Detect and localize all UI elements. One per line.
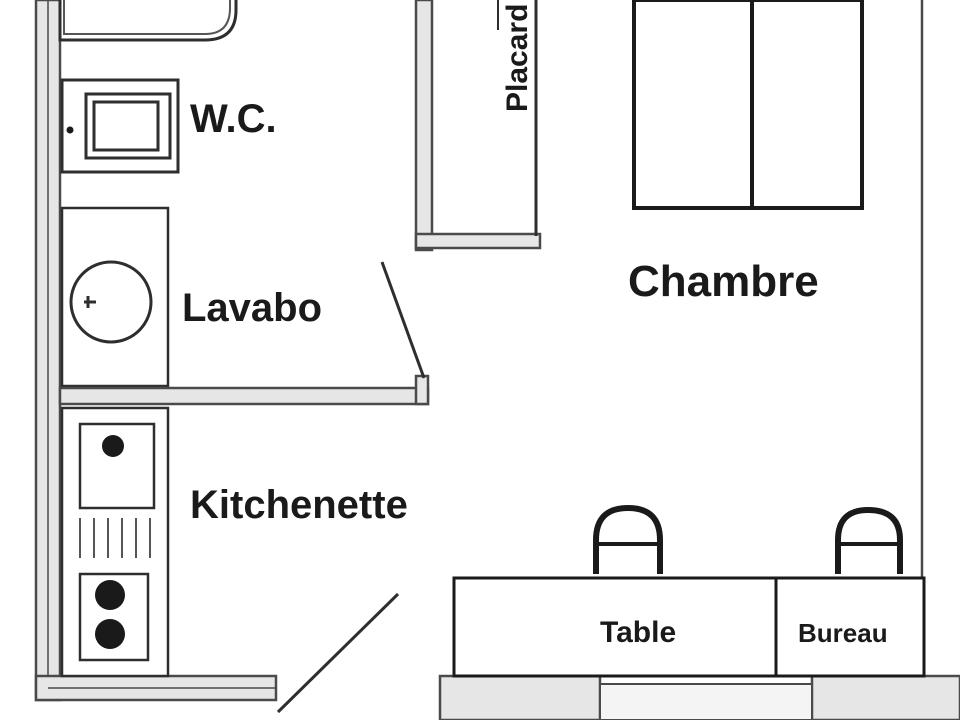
furniture-label-bureau: Bureau xyxy=(798,618,888,648)
closet xyxy=(414,0,542,252)
entry-door xyxy=(276,592,400,714)
outer-wall-left xyxy=(34,0,62,702)
kitchen-counter xyxy=(60,406,170,678)
furniture-label-table: Table xyxy=(600,616,676,649)
room-label-wc: W.C. xyxy=(190,97,277,141)
kitchen-sink-icon xyxy=(78,422,156,510)
door-jamb xyxy=(414,374,430,406)
room-label-lavabo: Lavabo xyxy=(182,286,322,330)
bathroom-door xyxy=(380,261,426,379)
drainer-icon xyxy=(79,518,151,558)
table xyxy=(452,576,778,678)
room-label-chambre: Chambre xyxy=(628,257,819,306)
washbasin-icon xyxy=(60,206,170,388)
outer-wall-bottom-left xyxy=(34,674,278,702)
desk xyxy=(774,576,926,678)
outer-wall-bottom-right xyxy=(438,674,960,720)
room-label-placard: Placard xyxy=(501,4,534,112)
room-label-kitchenette: Kitchenette xyxy=(190,483,408,527)
bed-icon xyxy=(632,0,864,210)
shower-tray xyxy=(58,0,238,42)
partition-wall xyxy=(58,386,430,406)
chair-icon xyxy=(593,504,663,574)
shower-tray-inner xyxy=(63,0,231,35)
toilet-icon xyxy=(60,78,180,174)
chair-icon xyxy=(835,506,903,574)
